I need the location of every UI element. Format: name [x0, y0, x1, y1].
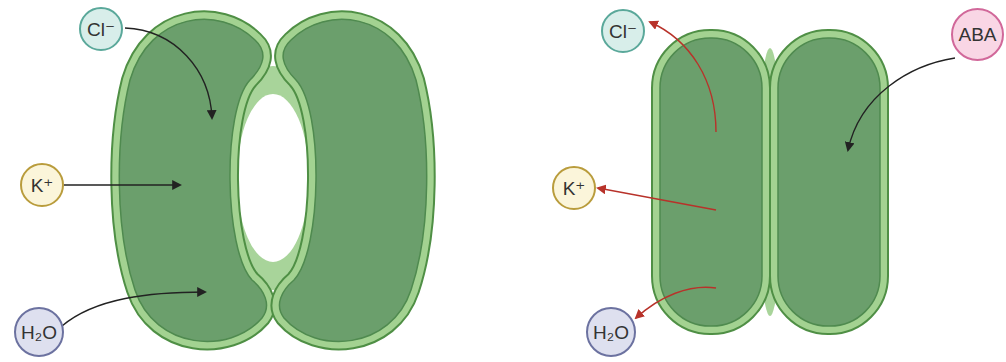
node-label: Cl⁻	[609, 22, 637, 41]
molecule-circle: H₂O	[586, 307, 636, 357]
ion-circle: Cl⁻	[79, 7, 123, 51]
efflux-arrow	[598, 188, 716, 210]
node-label: K⁺	[31, 176, 54, 195]
hormone-circle: ABA	[951, 8, 1004, 61]
stomatal-pore	[237, 94, 309, 262]
uptake-arrow	[62, 292, 205, 326]
node-label: Cl⁻	[87, 20, 115, 39]
node-label: K⁺	[563, 179, 586, 198]
node-label: H₂O	[593, 323, 629, 342]
uptake-arrow	[64, 184, 180, 185]
guard-cell	[778, 38, 880, 326]
efflux-arrow	[636, 287, 716, 318]
node-label: ABA	[958, 25, 996, 44]
guard-cell	[660, 38, 762, 326]
node-label: H₂O	[21, 323, 57, 342]
signal-arrow	[848, 58, 955, 150]
uptake-arrow	[125, 28, 212, 118]
guard-cell	[279, 19, 426, 341]
ion-circle: K⁺	[20, 163, 64, 207]
efflux-arrow	[650, 22, 716, 132]
guard-cell	[119, 19, 266, 341]
ion-circle: Cl⁻	[601, 9, 645, 53]
closed-stoma	[660, 38, 880, 326]
ion-circle: K⁺	[552, 166, 596, 210]
molecule-circle: H₂O	[14, 307, 64, 357]
